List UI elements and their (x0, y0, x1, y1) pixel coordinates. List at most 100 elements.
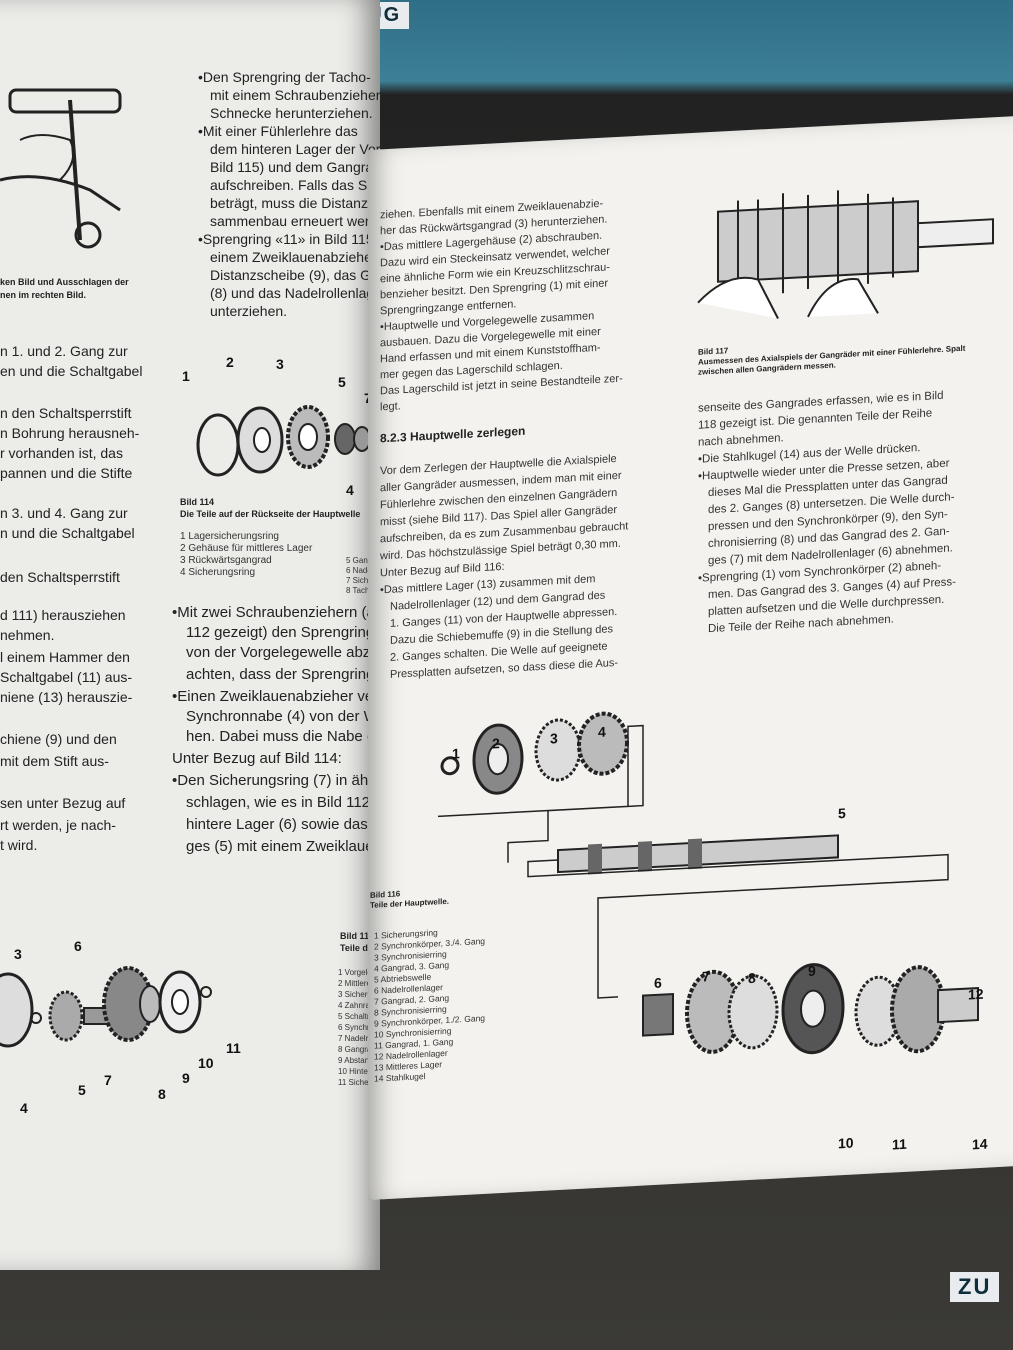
legend-item: 3 Sicherung (338, 990, 380, 999)
text-line: Schnecke herunterziehen. (210, 105, 373, 121)
fig114-legend-r2: 6 Nadel (346, 566, 374, 575)
text-line: Mit zwei Schraubenziehern (ähnl (172, 604, 380, 622)
fig115-label-11: 11 (226, 1040, 241, 1056)
fig116-label-1: 1 (452, 745, 460, 762)
fig116-label-5: 5 (838, 804, 846, 822)
fig116-label-2: 2 (492, 735, 500, 752)
fig116-label-9: 9 (808, 962, 816, 979)
fig117-drawing (697, 190, 994, 320)
text-line: Bild 115) und dem Gangrad (210, 159, 380, 175)
fig115-label-7: 7 (104, 1072, 112, 1088)
fig116-label-12: 12 (968, 985, 984, 1003)
text-line: n 1. und 2. Gang zur (0, 343, 128, 359)
fig114-label-7: 7 (364, 390, 372, 406)
text-line: Unter Bezug auf Bild 116: (380, 560, 505, 580)
text-line: von der Vorgelegewelle abzieh (186, 644, 380, 661)
fig116-label-10: 10 (838, 1134, 854, 1152)
text-line: Distanzscheibe (9), das Gang (210, 267, 380, 283)
fig114-legend-3: 3 Rückwärtsgangrad (180, 555, 272, 566)
text-line: n 3. und 4. Gang zur (0, 505, 128, 521)
text-line: chiene (9) und den (0, 731, 117, 747)
text-line: en und die Schaltgabel (0, 363, 143, 379)
fig114-label-5: 5 (338, 374, 346, 390)
text-line: n und die Schaltgabel (0, 525, 135, 541)
text-line: nach abnehmen. (698, 432, 784, 449)
fig114-legend-4: 4 Sicherungsring (180, 567, 256, 578)
legend-item: 1 Vorgelegewelle (338, 968, 380, 977)
fig115-title: Bild 115 (340, 931, 375, 941)
fig114-legend-r3: 7 Sicher (346, 576, 376, 585)
fig114-legend-2: 2 Gehäuse für mittleres Lager (180, 543, 313, 554)
text-line: niene (13) herauszie- (0, 689, 133, 705)
fig116-drawing (438, 711, 979, 1055)
fig114-label-4: 4 (346, 482, 354, 498)
legend-item: 2 Mittleres L (338, 979, 380, 988)
fig116-label-8: 8 (748, 969, 756, 987)
text-line: d 111) herausziehen (0, 607, 126, 623)
text-line: Sprengring «11» in Bild 115 (198, 230, 374, 248)
fig114-legend-1: 1 Lagersicherungsring (180, 531, 279, 542)
legend-item: 14 Stahlkugel (374, 1070, 426, 1084)
section-title: 8.2.3 Hauptwelle zerlegen (380, 423, 526, 446)
legend-item: 11 Sicherung (338, 1078, 380, 1087)
fig114-label-1: 1 (182, 368, 190, 384)
text-line: schlagen, wie es in Bild 112 gez (186, 794, 380, 811)
legend-item: 4 Zahnrad (338, 1001, 375, 1010)
text-line: (8) und das Nadelrollenlager (210, 285, 380, 301)
text-line: Mit einer Fühlerlehre das (198, 122, 358, 140)
fig115-label-8: 8 (158, 1086, 166, 1102)
fig115-label-5: 5 (78, 1082, 86, 1098)
text-line: 112 gezeigt) den Sprengring «1 (186, 624, 380, 641)
fig116-label-3: 3 (550, 730, 558, 747)
fig116-label-11: 11 (892, 1135, 907, 1153)
fig114-legend-r1: 5 Gangrad (346, 556, 380, 565)
text-line: beträgt, muss die Distanzsch (210, 195, 380, 211)
fig115-label-3: 3 (14, 946, 22, 962)
text-line: Den Sprengring der Tacho- (198, 68, 371, 86)
text-line: rt werden, je nach- (0, 817, 116, 833)
text-line: n Bohrung herausneh- (0, 425, 140, 441)
fig114-legend-r4: 8 Tachom (346, 586, 380, 595)
fig115-label-6: 6 (74, 938, 82, 954)
text-line: hintere Lager (6) sowie das Gangr (186, 816, 380, 833)
text-line: einem Zweiklauenabzieher (210, 249, 377, 265)
text-line: Den Sicherungsring (7) in ähnlich (172, 772, 380, 790)
fig116-label-6: 6 (654, 974, 662, 992)
legend-item: 9 Abstands (338, 1056, 378, 1065)
text-line: den Schaltsperrstift (0, 569, 120, 585)
legend-item: 10 Hinteres (338, 1067, 379, 1076)
text-line: Synchronnabe (4) von der Welle (186, 708, 380, 725)
legend-item: 5 Schaltring (338, 1012, 380, 1021)
text-line: Unter Bezug auf Bild 114: (172, 750, 342, 767)
text-line: achten, dass der Sprengring nicht (186, 666, 380, 683)
binder-spine-label-2: ZU (950, 1272, 1000, 1302)
text-line: nehmen. (0, 627, 55, 643)
text-line: unterziehen. (210, 303, 288, 319)
caption-top-line-1: ken Bild und Ausschlagen der (0, 277, 129, 287)
fig116-label-4: 4 (598, 723, 606, 740)
fig114-drawing (196, 405, 371, 477)
caption-top-line-2: nen im rechten Bild. (0, 290, 87, 300)
text-line: t wird. (0, 837, 38, 853)
legend-item: 7 Nadelrollen (338, 1034, 380, 1043)
fig114-title: Bild 114 (180, 497, 215, 507)
fig115-drawing (0, 966, 212, 1048)
fig115-label-9: 9 (182, 1070, 190, 1086)
text-line: pannen und die Stifte (0, 465, 133, 481)
text-line: mit dem Stift aus- (0, 753, 109, 769)
text-line: legt. (380, 400, 401, 414)
hammer-illustration (0, 88, 122, 249)
fig114-label-3: 3 (276, 356, 284, 372)
text-line: mit einem Schraubenzieher (210, 87, 380, 103)
text-line: aufschreiben. Falls das Spiel (210, 177, 380, 193)
text-line: l einem Hammer den (0, 649, 130, 665)
text-line: dem hinteren Lager der Vor (210, 141, 380, 157)
fig116-label-7: 7 (702, 968, 710, 985)
legend-item: 6 Synchron (338, 1023, 379, 1032)
text-line: Einen Zweiklauenabzieher verwe (172, 688, 380, 706)
text-line: sammenbau erneuert werden (210, 213, 380, 229)
fig114-label-2: 2 (226, 354, 234, 370)
left-page: ken Bild und Ausschlagen der nen im rech… (0, 0, 380, 1270)
text-line: r vorhanden ist, das (0, 445, 123, 461)
legend-item: 8 Gangrad (338, 1045, 376, 1054)
